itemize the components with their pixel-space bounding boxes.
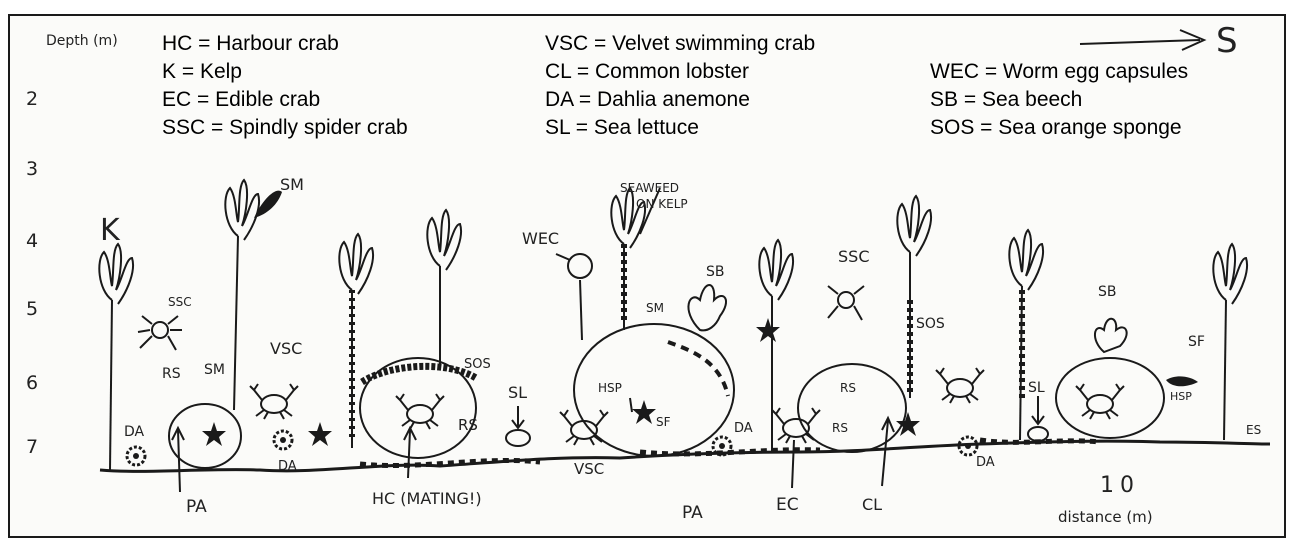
label-da-3: DA <box>734 421 753 436</box>
label-sf-1: SF <box>656 415 671 429</box>
worm-egg-capsule-drawing <box>556 254 592 278</box>
annotations: K SM SSC RS SM VSC DA DA SOS RS SL SEAWE… <box>100 175 1261 526</box>
label-cl: CL <box>862 495 882 514</box>
boulder-4 <box>798 364 906 452</box>
label-sb-2: SB <box>1098 284 1117 300</box>
starfish-drawing-2 <box>308 422 332 446</box>
crab-drawing-4 <box>1076 384 1124 419</box>
boulder-2 <box>360 358 476 458</box>
label-wec: WEC <box>522 229 559 248</box>
label-rs-3: RS <box>840 381 856 395</box>
label-sm-1: SM <box>280 175 304 194</box>
harbour-crab-drawing <box>396 394 444 429</box>
starfish-drawing-4 <box>756 318 780 342</box>
label-hsp-1: HSP <box>598 381 622 395</box>
label-vsc-2: VSC <box>574 460 604 478</box>
distance-label: distance (m) <box>1058 508 1153 526</box>
label-sm-2: SM <box>204 362 225 378</box>
crab-drawing-3 <box>936 368 984 403</box>
label-ssc-1: SSC <box>168 295 192 309</box>
label-da-4: DA <box>976 455 995 470</box>
label-da-2: DA <box>278 459 297 474</box>
label-sos-1: SOS <box>464 357 491 372</box>
label-pa-1: PA <box>186 497 207 517</box>
label-ssc-2: SSC <box>838 247 869 266</box>
south-arrow: S <box>1080 21 1238 61</box>
direction-label: S <box>1216 21 1238 61</box>
dahlia-anemone-drawing <box>127 447 145 465</box>
label-sl-1: SL <box>508 383 527 402</box>
label-rs-2: RS <box>458 416 478 434</box>
label-seaweed-line1: SEAWEED <box>620 181 679 195</box>
velvet-crab-drawing <box>250 384 298 419</box>
label-vsc: VSC <box>270 339 302 358</box>
label-sl-2: SL <box>1028 380 1045 396</box>
label-es: ES <box>1246 423 1261 437</box>
starfish-drawing-1 <box>202 422 226 446</box>
distance-value: 10 <box>1100 473 1140 498</box>
label-hc-mating: HC (MATING!) <box>372 489 482 508</box>
starfish-drawing-3 <box>632 400 656 424</box>
spider-crab-drawing <box>138 286 864 350</box>
label-sos-2: SOS <box>916 316 945 332</box>
label-pa-2: PA <box>682 503 703 523</box>
label-hsp-2: HSP <box>1170 390 1192 403</box>
dahlia-anemone-drawing-2 <box>274 431 292 449</box>
label-da-1: DA <box>124 424 145 440</box>
label-rs-1: RS <box>162 366 181 382</box>
label-k: K <box>100 213 121 248</box>
label-seaweed-line2: ON KELP <box>636 197 688 211</box>
label-ec: EC <box>776 495 799 515</box>
label-rs-4: RS <box>832 421 848 435</box>
starfish-drawing-5 <box>896 412 920 436</box>
label-sm-3: SM <box>646 301 664 315</box>
label-sb-1: SB <box>706 264 725 280</box>
label-sf-2: SF <box>1188 334 1205 350</box>
